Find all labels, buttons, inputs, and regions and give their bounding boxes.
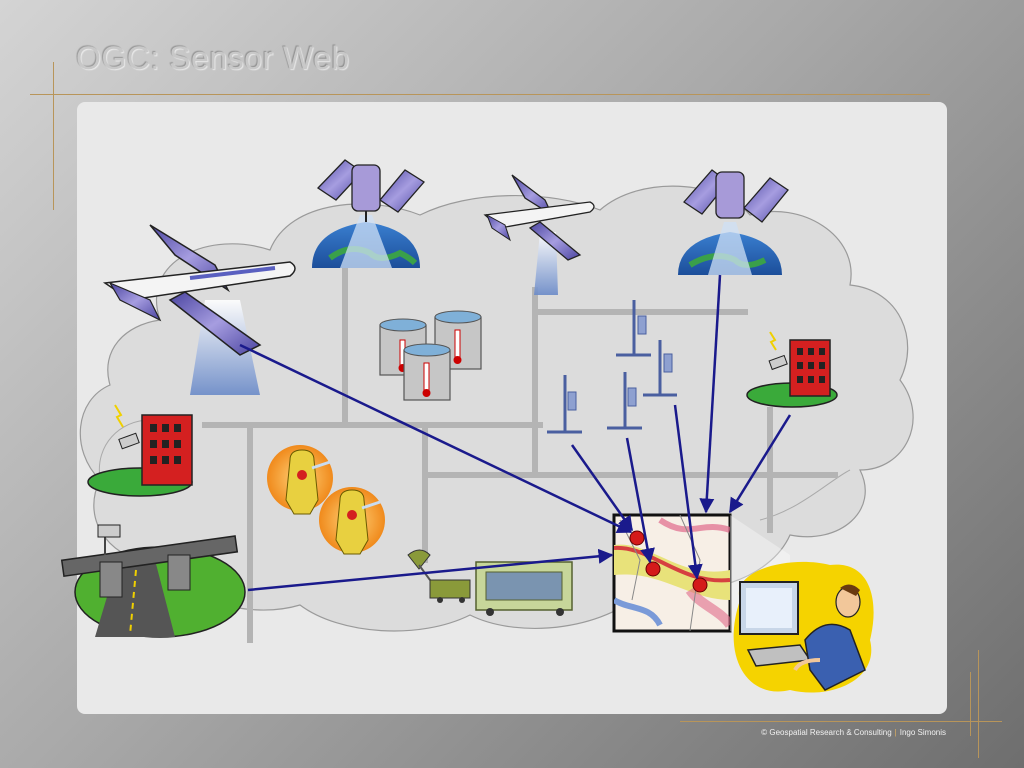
footer-separator: | — [894, 728, 897, 737]
weather-station-2 — [607, 372, 642, 430]
footer-rule-vertical — [978, 650, 979, 758]
arrow-satellite-to-map — [699, 274, 722, 514]
arrow-aircraft-to-map — [239, 343, 633, 534]
sensor-map — [612, 513, 732, 633]
arrow-building-to-map — [728, 414, 792, 514]
satellite-sensor-1 — [312, 159, 425, 268]
title-rule-vertical — [53, 62, 54, 210]
footer-copyright: © Geospatial Research & Consulting — [761, 728, 892, 737]
weather-station-4 — [616, 300, 651, 357]
bridge-camera — [60, 524, 246, 638]
building-camera-left — [87, 404, 193, 497]
slide-title: OGC: Sensor Web — [76, 40, 350, 76]
arrow-bridge-to-map — [247, 548, 614, 592]
data-flow-arrows — [239, 274, 792, 592]
firefighter-sensors — [267, 445, 385, 555]
mobile-command-unit — [407, 549, 573, 616]
footer-author: Ingo Simonis — [899, 728, 946, 737]
footer-rule-vertical-inner — [970, 672, 971, 736]
weather-station-sensors — [547, 300, 677, 434]
footer-rule-horizontal — [680, 721, 1002, 722]
arrow-station3-to-map — [673, 404, 703, 580]
water-tank-sensors — [379, 310, 482, 401]
user-at-computer — [733, 561, 874, 693]
satellite-sensor-2 — [678, 169, 789, 275]
road-network — [202, 265, 838, 643]
title-rule-horizontal — [30, 94, 930, 95]
arrow-station1-to-map — [570, 444, 634, 532]
slide-footer: © Geospatial Research & Consulting|Ingo … — [761, 728, 946, 737]
building-camera-right — [746, 331, 838, 408]
weather-station-3 — [643, 340, 677, 397]
aircraft-sensor-right — [483, 174, 595, 295]
arrow-station2-to-map — [625, 437, 655, 564]
aircraft-sensor-left — [102, 224, 296, 395]
weather-station-1 — [547, 375, 582, 434]
